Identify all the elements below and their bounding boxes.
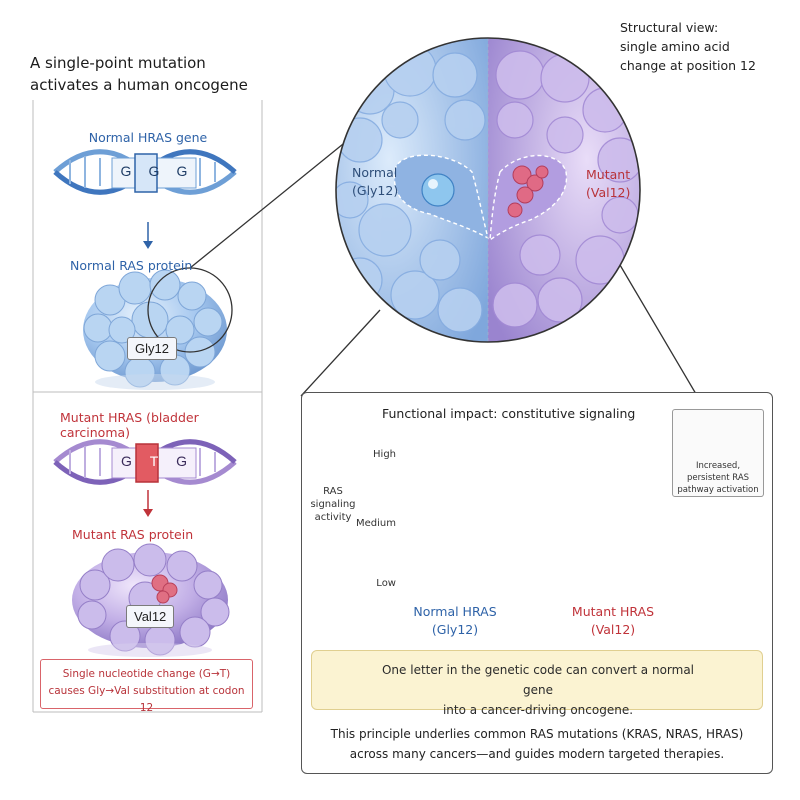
pathway-note-text: Increased, persistent RAS pathway activa…	[677, 461, 759, 495]
zoom-normal-title: Normal	[352, 165, 398, 180]
structural-note-line-2: single amino acid	[620, 39, 730, 54]
normal-protein-title: Normal RAS protein	[70, 258, 193, 273]
mutant-base-1: G	[120, 453, 132, 469]
normal-gene-title: Normal HRAS gene	[88, 130, 208, 145]
normal-group-line-1: Normal HRAS	[413, 604, 497, 619]
zoom-mutant-title: Mutant	[586, 167, 631, 182]
mutation-note-line-1: Single nucleotide change (G→T)	[62, 668, 231, 680]
mutant-group-line-1: Mutant HRAS	[571, 604, 655, 619]
mutant-dna-helix	[53, 439, 237, 485]
footer-line-2: across many cancers—and guides modern ta…	[349, 747, 725, 761]
structural-note-line-3: change at position 12	[620, 58, 756, 73]
zoom-mutant-label: Mutant (Val12)	[586, 166, 656, 202]
mutant-group-line-2: (Val12)	[590, 622, 636, 637]
normal-protein-blob	[83, 269, 227, 390]
mutant-base-3: G	[176, 453, 188, 469]
normal-codon: G G G	[112, 163, 196, 179]
y-tick-high: High	[373, 449, 396, 460]
normal-dna-helix	[53, 149, 237, 195]
page-title: A single-point mutation activates a huma…	[30, 52, 300, 96]
key-message-line-1: One letter in the genetic code can conve…	[381, 663, 695, 697]
mutation-note-line-2: causes Gly→Val substitution at codon 12	[48, 685, 245, 714]
footer-text: This principle underlies common RAS muta…	[312, 724, 762, 764]
mutant-group-label: Mutant HRAS (Val12)	[553, 603, 673, 639]
normal-group-line-2: (Gly12)	[431, 622, 479, 637]
mutant-protein-title: Mutant RAS protein	[72, 527, 194, 542]
chart-y-label: RAS signaling activity	[310, 486, 356, 523]
mutant-codon: G T G	[112, 453, 196, 469]
normal-residue-label: Gly12	[127, 337, 177, 360]
y-tick-medium: Medium	[356, 518, 396, 529]
normal-base-2: G	[148, 163, 160, 179]
key-message-box	[311, 650, 763, 710]
structural-note-line-1: Structural view:	[620, 20, 719, 35]
impact-title: Functional impact: constitutive signalin…	[382, 406, 636, 421]
title-line-2: activates a human oncogene	[30, 76, 248, 94]
y-tick-low: Low	[376, 578, 396, 589]
structural-note: Structural view: single amino acid chang…	[620, 18, 790, 75]
zoom-mutant-sub: (Val12)	[586, 185, 631, 200]
mutation-note-box: Single nucleotide change (G→T) causes Gl…	[40, 659, 253, 714]
mutant-base-2: T	[149, 453, 159, 469]
key-message-text: One letter in the genetic code can conve…	[378, 660, 698, 720]
normal-group-label: Normal HRAS (Gly12)	[400, 603, 510, 639]
pathway-note-box: Increased, persistent RAS pathway activa…	[672, 409, 764, 497]
normal-base-1: G	[120, 163, 132, 179]
zoom-normal-sub: (Gly12)	[352, 183, 399, 198]
key-message-line-2: into a cancer-driving oncogene.	[442, 703, 634, 717]
mutant-residue-label: Val12	[126, 605, 175, 628]
mutant-gene-title: Mutant HRAS (bladder carcinoma)	[60, 410, 199, 440]
zoom-normal-label: Normal (Gly12)	[352, 164, 422, 200]
normal-base-3: G	[176, 163, 188, 179]
title-line-1: A single-point mutation	[30, 54, 206, 72]
mutant-protein-blob	[72, 543, 230, 657]
footer-line-1: This principle underlies common RAS muta…	[330, 727, 744, 741]
